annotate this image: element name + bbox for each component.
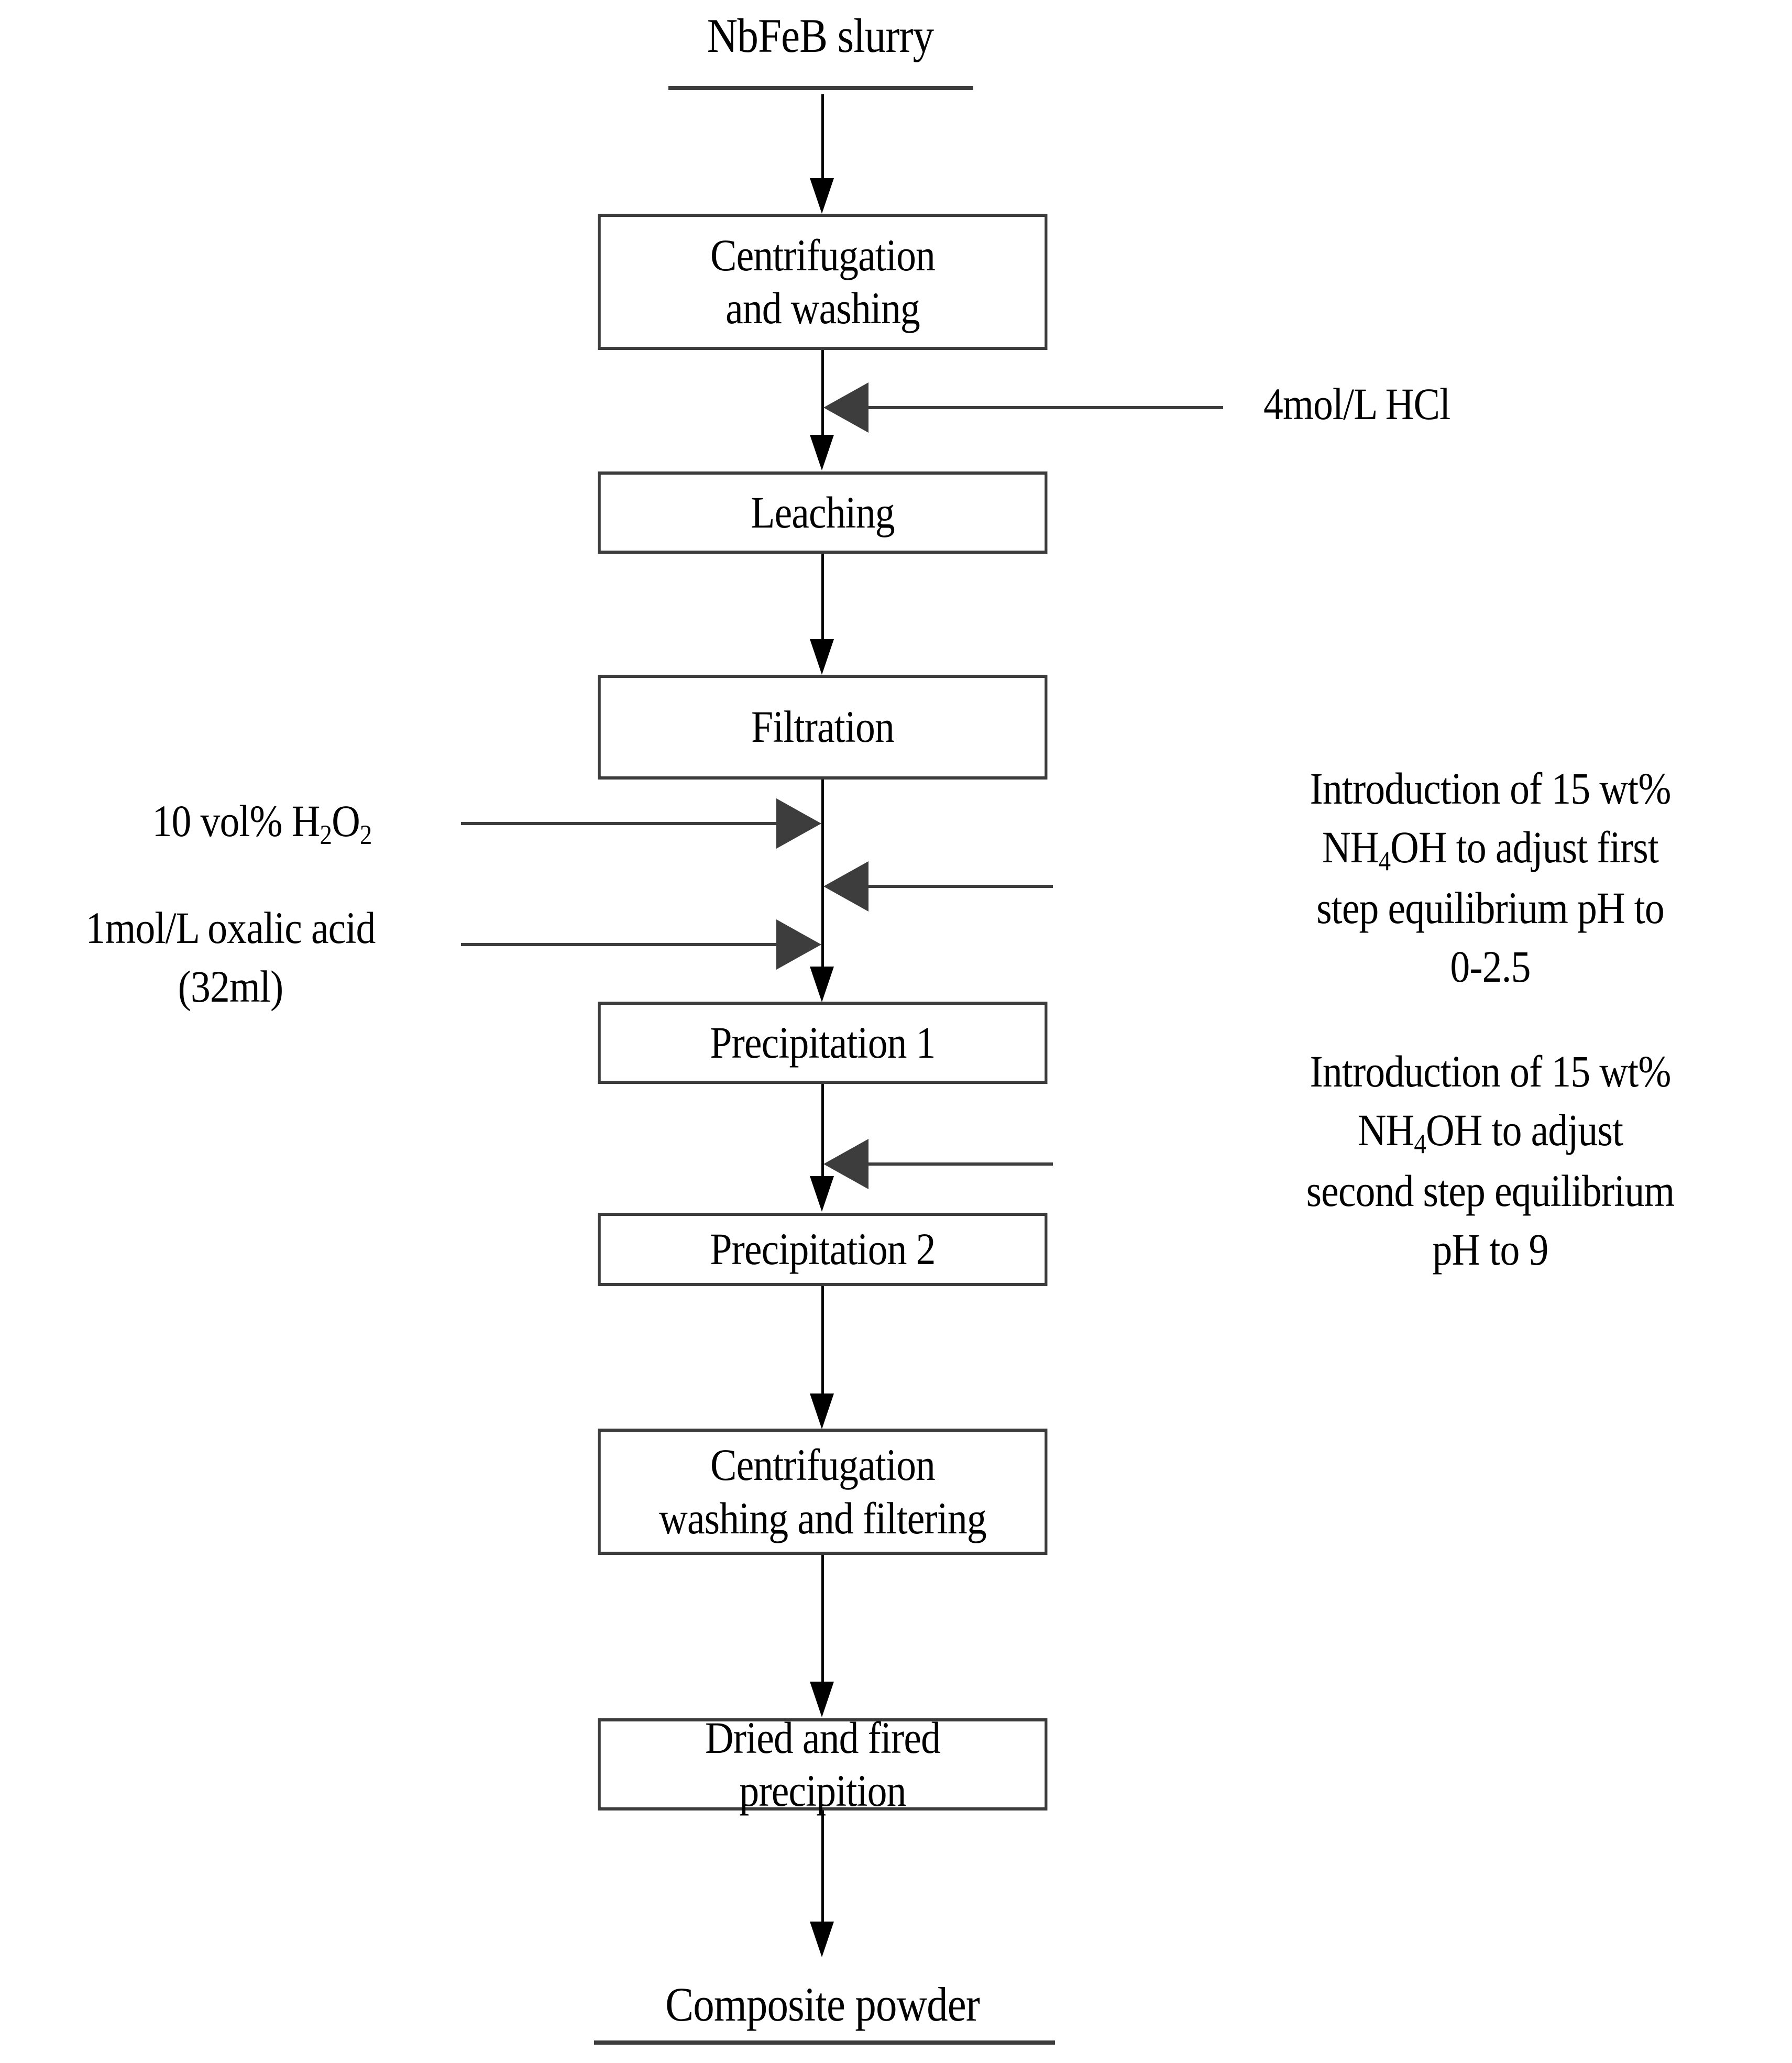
feed-label-hcl: 4mol/L HCl: [1263, 379, 1450, 429]
connector-leaching-to-filtration: [821, 554, 824, 643]
feed-arrowhead-nh4oh-second: [823, 1139, 868, 1189]
connector-precipitation1-to-precipitation2: [821, 1084, 824, 1178]
feed-line-hcl: [867, 406, 1223, 409]
feed-arrowhead-h2o2: [776, 798, 821, 849]
box-line-1: Dried and fired: [705, 1712, 941, 1763]
process-box-leaching[interactable]: Leaching: [598, 471, 1048, 554]
arrowhead-start-to-centrifugation: [810, 178, 834, 214]
connector-dried-fired-to-end: [821, 1810, 824, 1926]
feed-label-nh4oh-first: Introduction of 15 wt%NH4OH to adjust fi…: [1310, 763, 1672, 992]
box-line-1: Centrifugation: [710, 1440, 936, 1490]
connector-centrifugation-filtering-to-dried-fired: [821, 1555, 824, 1686]
end-terminal-underline: [594, 2040, 1055, 2045]
box-line-1: Filtration: [751, 701, 895, 752]
box-line-2: precipition: [739, 1765, 906, 1816]
box-line-2: washing and filtering: [659, 1493, 987, 1543]
connector-precipitation2-to-centrifugation-filtering: [821, 1286, 824, 1399]
connector-centrifugation-to-leaching: [821, 350, 824, 438]
box-line-1: Centrifugation: [710, 229, 936, 280]
feed-arrowhead-oxalic-acid: [776, 919, 821, 970]
feed-line-h2o2: [461, 822, 780, 825]
start-terminal-label: NbFeB slurry: [707, 9, 934, 62]
end-terminal-label: Composite powder: [665, 1978, 980, 2031]
process-box-precipitation-2[interactable]: Precipitation 2: [598, 1213, 1048, 1286]
box-line-1: Precipitation 2: [710, 1224, 936, 1275]
start-terminal-underline: [668, 86, 973, 90]
feed-arrowhead-nh4oh-first: [823, 861, 868, 912]
process-box-dried-fired-precipition[interactable]: Dried and fired precipition: [598, 1713, 1048, 1816]
process-box-filtration[interactable]: Filtration: [598, 675, 1048, 780]
connector-start-to-centrifugation: [821, 94, 824, 181]
feed-label-line-1: 1mol/L oxalic acid: [85, 903, 376, 953]
arrowhead-leaching-to-filtration: [810, 639, 834, 675]
arrowhead-dried-fired-to-end: [810, 1922, 834, 1957]
feed-label-h2o2: 10 vol% H2O2: [152, 796, 372, 850]
arrowhead-centrifugation-filtering-to-dried-fired: [810, 1682, 834, 1717]
feed-label-line-2: (32ml): [178, 961, 284, 1012]
process-box-centrifugation-washing-filtering[interactable]: Centrifugation washing and filtering: [598, 1429, 1048, 1555]
feed-label-oxalic-acid: 1mol/L oxalic acid (32ml): [32, 899, 429, 1016]
process-box-precipitation-1[interactable]: Precipitation 1: [598, 1002, 1048, 1084]
arrowhead-filtration-to-precipitation1: [810, 967, 834, 1002]
box-line-1: Leaching: [751, 487, 895, 537]
process-box-centrifugation-washing[interactable]: Centrifugation and washing: [598, 214, 1048, 350]
feed-line-nh4oh-second: [867, 1162, 1053, 1166]
feed-line-nh4oh-first: [867, 885, 1053, 888]
box-line-2: and washing: [725, 283, 920, 333]
box-line-1: Precipitation 1: [710, 1017, 936, 1068]
arrowhead-precipitation2-to-centrifugation-filtering: [810, 1393, 834, 1429]
arrowhead-centrifugation-to-leaching: [810, 435, 834, 470]
feed-arrowhead-hcl: [823, 382, 868, 433]
connector-filtration-to-precipitation1: [821, 780, 824, 968]
feed-line-oxalic-acid: [461, 943, 780, 946]
